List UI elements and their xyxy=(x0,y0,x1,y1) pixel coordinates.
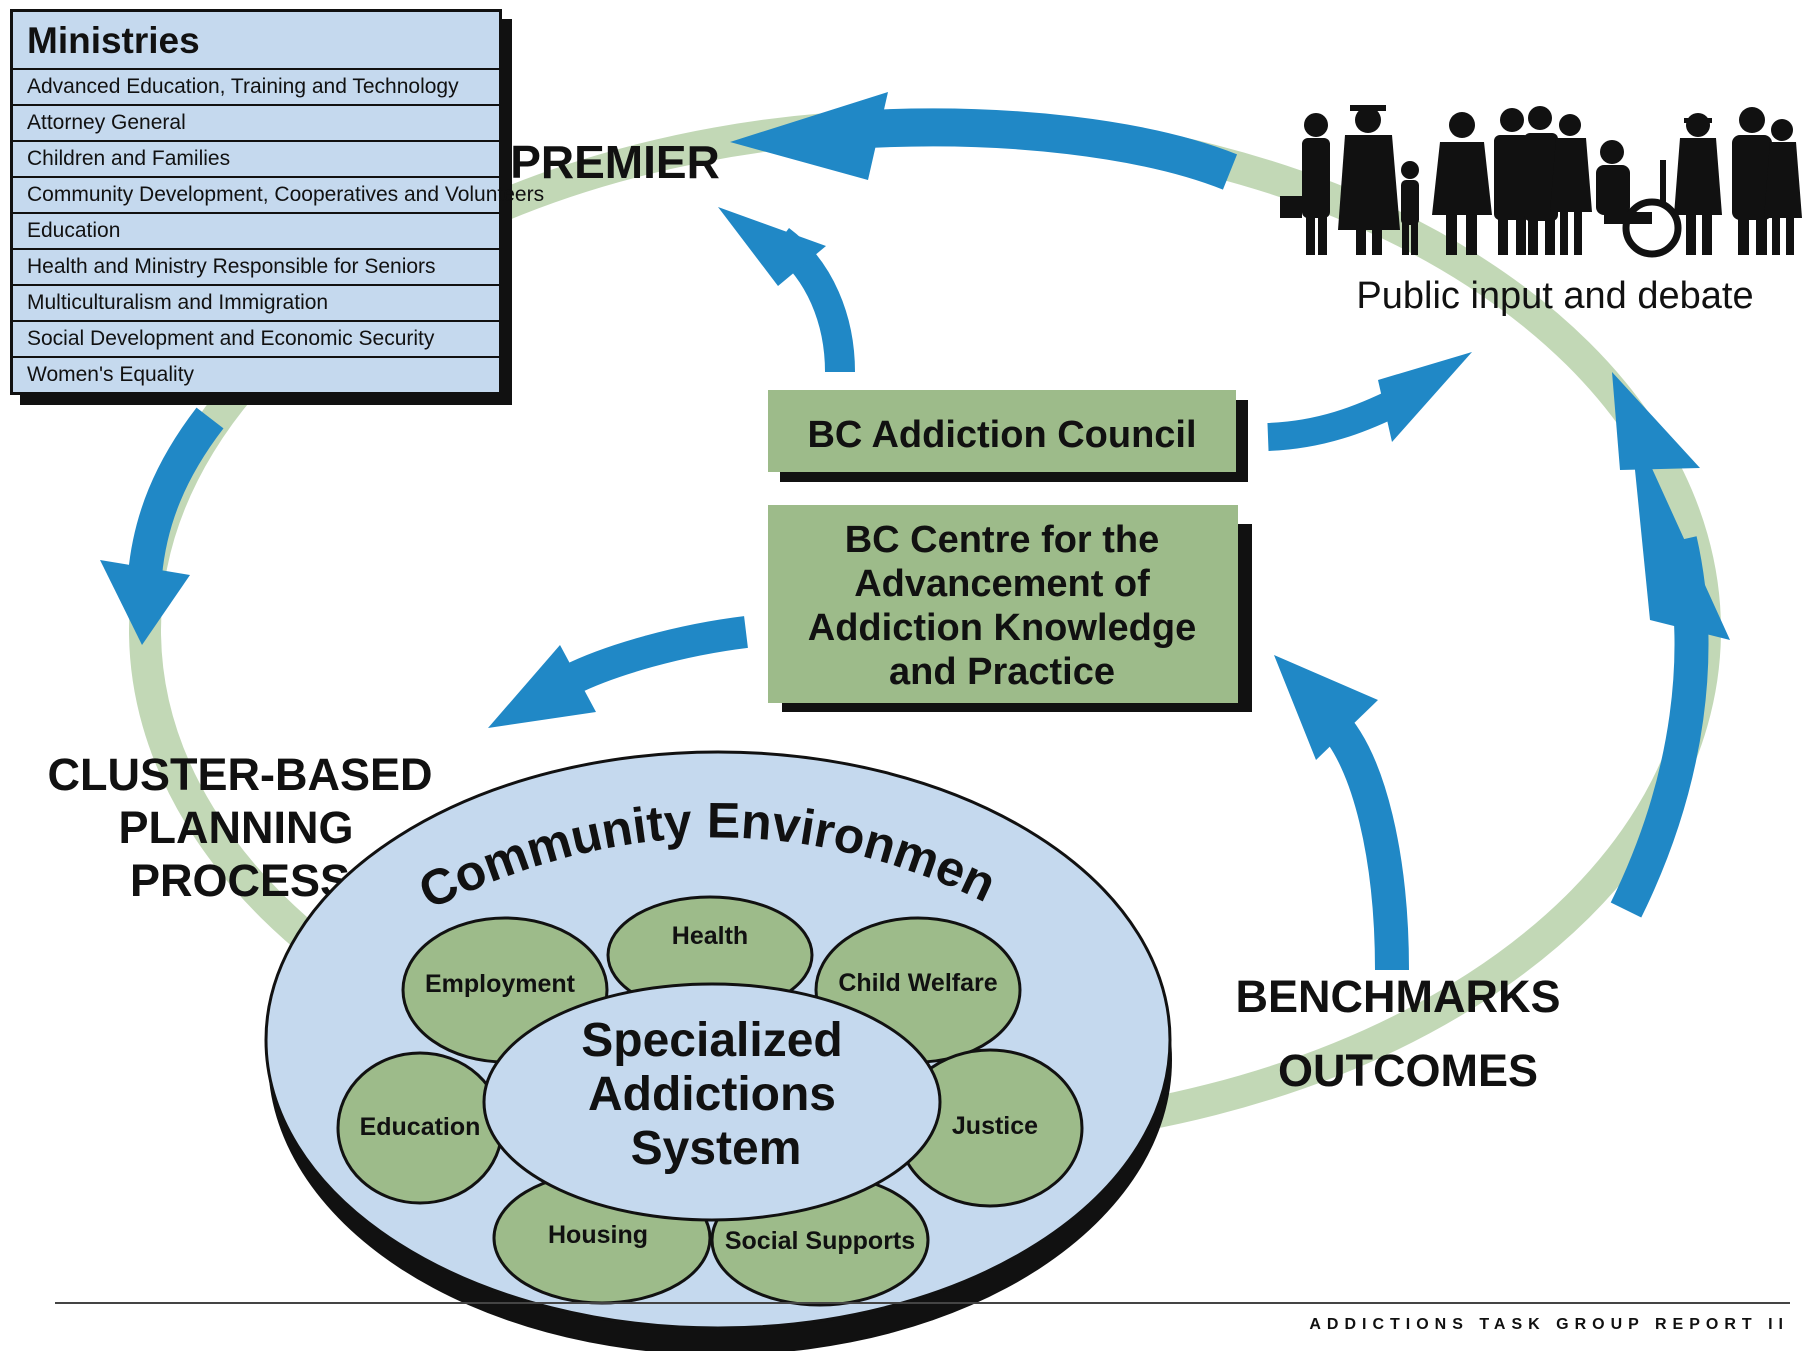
ministry-item: Health and Ministry Responsible for Seni… xyxy=(13,250,499,286)
cluster-line-1: CLUSTER-BASED xyxy=(47,749,432,800)
arrow-to-premier-top xyxy=(730,92,1238,190)
arrow-council-to-premier xyxy=(718,207,855,373)
specialized-line-1: Specialized xyxy=(581,1014,842,1067)
arrow-benchmarks-to-centre xyxy=(1274,655,1409,971)
ministries-box: Ministries Advanced Education, Training … xyxy=(10,9,544,395)
outcomes-label: OUTCOMES xyxy=(1278,1045,1538,1096)
arrow-right-arc-up xyxy=(1610,372,1730,918)
petal-employment-label: Employment xyxy=(425,970,576,998)
ministry-item: Women's Equality xyxy=(27,363,195,386)
petal-justice-label: Justice xyxy=(952,1112,1038,1140)
specialized-line-3: System xyxy=(631,1122,802,1175)
petal-education-label: Education xyxy=(360,1113,481,1141)
ministry-item: Children and Families xyxy=(13,142,499,178)
ministry-item: Community Development, Cooperatives and … xyxy=(13,178,544,214)
centre-line-1: BC Centre for the xyxy=(845,519,1160,561)
centre-line-4: and Practice xyxy=(889,651,1115,693)
council-box: BC Addiction Council xyxy=(768,390,1248,482)
centre-line-2: Advancement of xyxy=(854,563,1150,605)
arrow-ministries-to-cluster xyxy=(100,407,224,645)
people-silhouettes-icon xyxy=(1280,105,1802,258)
ministry-item: Multiculturalism and Immigration xyxy=(13,286,499,322)
petal-health-label: Health xyxy=(672,922,748,950)
premier-label: PREMIER xyxy=(510,136,720,188)
specialized-line-2: Addictions xyxy=(588,1068,836,1121)
ministry-item: Attorney General xyxy=(13,106,499,142)
footer-rule xyxy=(55,1302,1790,1304)
cluster-line-2: PLANNING xyxy=(119,802,354,853)
specialized-system-ellipse xyxy=(482,982,942,1222)
petal-social-supports-label: Social Supports xyxy=(725,1227,915,1255)
ministries-title: Ministries xyxy=(13,12,499,70)
ministry-item: Advanced Education, Training and Technol… xyxy=(13,70,499,106)
ministry-item: Social Development and Economic Security xyxy=(13,322,499,358)
petal-housing-label: Housing xyxy=(548,1221,648,1249)
petals xyxy=(336,895,1084,1307)
council-label: BC Addiction Council xyxy=(807,414,1196,456)
benchmarks-label: BENCHMARKS xyxy=(1236,971,1561,1022)
cluster-line-3: PROCESS xyxy=(130,855,350,906)
arrow-council-to-public xyxy=(1267,352,1472,451)
centre-line-3: Addiction Knowledge xyxy=(808,607,1196,649)
footer-text: ADDICTIONS TASK GROUP REPORT II xyxy=(1309,1316,1789,1333)
arrow-centre-to-cluster xyxy=(488,616,748,728)
petal-child-welfare-label: Child Welfare xyxy=(838,969,997,997)
ministry-item: Education xyxy=(13,214,499,250)
public-input-label: Public input and debate xyxy=(1356,275,1753,317)
centre-box: BC Centre for the Advancement of Addicti… xyxy=(768,505,1252,712)
